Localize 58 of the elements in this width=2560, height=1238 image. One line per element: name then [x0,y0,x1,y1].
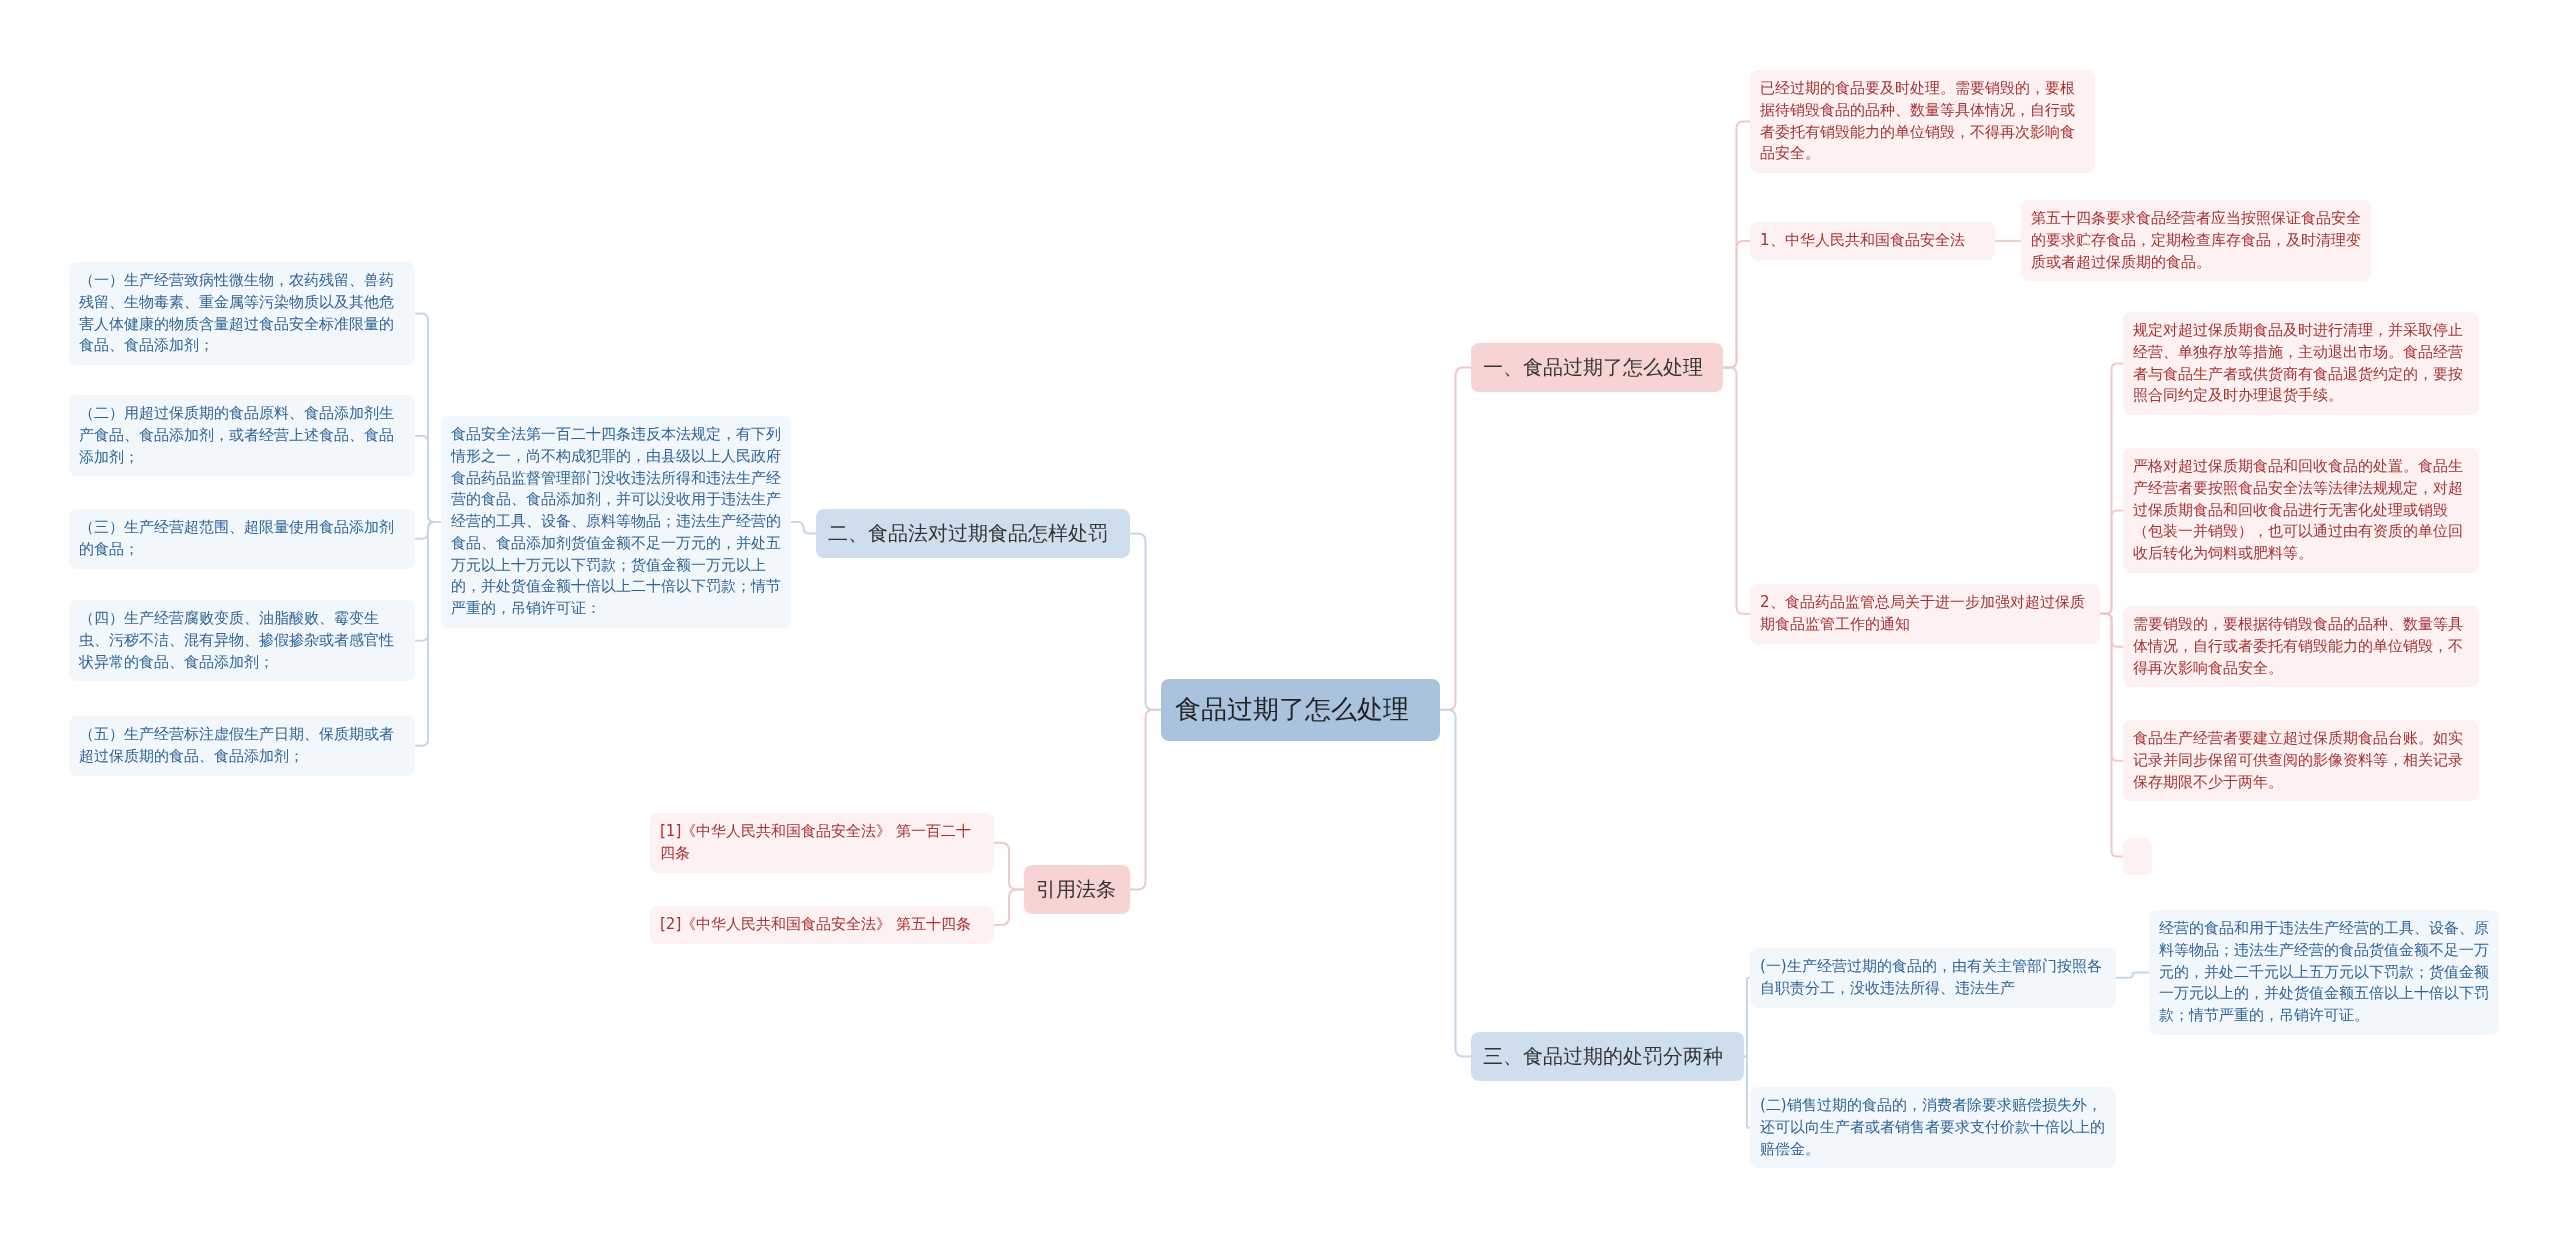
subtopic-box [1750,70,2095,173]
subtopic-box [1750,584,2100,644]
topic-text: 食品生产经营者要建立超过保质期食品台账。如实记录并同步保留可供查阅的影像资料等，相关记录保存期限不少于两年。 [2133,728,2464,793]
root-topic-box [1161,679,1440,741]
branch-topic-box [1024,865,1130,914]
topic-text: 引用法条 [1036,876,1117,903]
connector-line [1439,708,1472,1058]
topic-text: (二)销售过期的食品的，消费者除要求赔偿损失外，还可以向生产者或者销售者要求支付价款十倍以上的赔偿金。 [1760,1095,2106,1160]
topic-text: 已经过期的食品要及时处理。需要销毁的，要根据待销毁食品的品种、数量等具体情况，自行或者委托有销毁能力的单位销毁，不得再次影响食品安全。 [1760,78,2076,165]
topic-text: (一)生产经营过期的食品的，由有关主管部门按照各自职责分工，没收违法所得、违法生产 [1760,956,2103,999]
topic-text: 严格对超过保质期食品和回收食品的处置。食品生产经营者要按照食品安全法等法律法规规定，对超过保质期食品和回收食品进行无害化处理或销毁（包装一并销毁），也可以通过由有资质的单位回收后转化为饲料或肥料等。 [2133,456,2464,564]
subtopic-box [69,716,415,776]
subtopic-box [2123,720,2479,802]
topic-text: 经营的食品和用于违法生产经营的工具、设备、原料等物品；违法生产经营的食品货值金额不足一万元的，并处二千元以上五万元以下罚款；货值金额一万元以上的，并处货值金额五倍以上十倍以下罚款；情节严重的，吊销许可证。 [2159,918,2489,1026]
topic-text: 2、食品药品监管总局关于进一步加强对超过保质期食品监管工作的通知 [1760,592,2086,635]
connector-line [2099,612,2124,858]
subtopic-box [69,395,415,477]
subtopic-box [2123,606,2479,688]
connector-line [1743,1055,1751,1129]
subtopic-box [1750,948,2116,1008]
subtopic-box [69,509,415,569]
connector-line [993,888,1025,926]
connector-line [2115,971,2150,979]
empty-box [2123,838,2152,875]
branch-topic-box [1471,1032,1744,1081]
subtopic-box [2123,448,2479,573]
topic-text: 三、食品过期的处罚分两种 [1483,1043,1724,1070]
connector-line [1994,239,2022,242]
subtopic-box [650,813,994,873]
topic-text: 食品安全法第一百二十四条违反本法规定，有下列情形之一，尚不构成犯罪的，由县级以上人民政府食品药品监督管理部门没收违法所得和违法生产经营的食品、食品添加剂，并可以没收用于违法生产经营的工具、设备、原料等物品；违法生产经营的食品、食品添加剂货值金额不足一万元的，并处五万元以上十万元以下罚款；货值金额一万元以上的，并处货值金额十倍以上二十倍以下罚款；情节严重的，吊销许可证： [451,424,781,619]
subtopic-box [650,906,994,944]
subtopic-box [2149,910,2499,1035]
connector-line [1743,976,1751,1058]
subtopic-box [69,600,415,682]
topic-text: 需要销毁的，要根据待销毁食品的品种、数量等具体情况，自行或者委托有销毁能力的单位销毁，不得再次影响食品安全。 [2133,614,2464,679]
topic-text: （一）生产经营致病性微生物，农药残留、兽药残留、生物毒素、重金属等污染物质以及其他危害人体健康的物质含量超过食品安全标准限量的食品、食品添加剂； [79,270,395,357]
topic-text: [2]《中华人民共和国食品安全法》 第五十四条 [660,914,972,935]
subtopic-box [2021,200,2371,282]
topic-text: （三）生产经营超范围、超限量使用食品添加剂的食品； [79,517,395,560]
topic-text: （二）用超过保质期的食品原料、食品添加剂生产食品、食品添加剂，或者经营上述食品、食品添加剂； [79,403,395,468]
topic-text: （五）生产经营标注虚假生产日期、保质期或者超过保质期的食品、食品添加剂； [79,724,395,767]
connector-line [1129,708,1162,891]
branch-topic-box [1471,343,1723,392]
subtopic-box [1750,1087,2116,1169]
topic-text: 二、食品法对过期食品怎样处罚 [828,520,1109,547]
topic-text: [1]《中华人民共和国食品安全法》 第一百二十四条 [660,821,972,864]
topic-text: 第五十四条要求食品经营者应当按照保证食品安全的要求贮存食品，定期检查库存食品，及时清理变质或者超过保质期的食品。 [2031,208,2361,273]
topic-text: （四）生产经营腐败变质、油脂酸败、霉变生虫、污秽不洁、混有异物、掺假掺杂或者感官性状异常的食品、食品添加剂； [79,608,395,673]
connector-line [1722,366,1751,615]
topic-text: 规定对超过保质期食品及时进行清理，并采取停止经营、单独存放等措施，主动退出市场。食品经营者与食品生产者或供货商有食品退货约定的，要按照合同约定及时办理退货手续。 [2133,320,2464,407]
topic-text: 1、中华人民共和国食品安全法 [1760,230,1966,251]
connector-line [790,520,817,535]
subtopic-box [69,262,415,365]
subtopic-box [1750,222,1995,260]
branch-topic-box [816,509,1130,558]
topic-text: 食品过期了怎么处理 [1175,693,1410,726]
topic-text: 一、食品过期了怎么处理 [1483,354,1704,381]
subtopic-box [2123,312,2479,415]
